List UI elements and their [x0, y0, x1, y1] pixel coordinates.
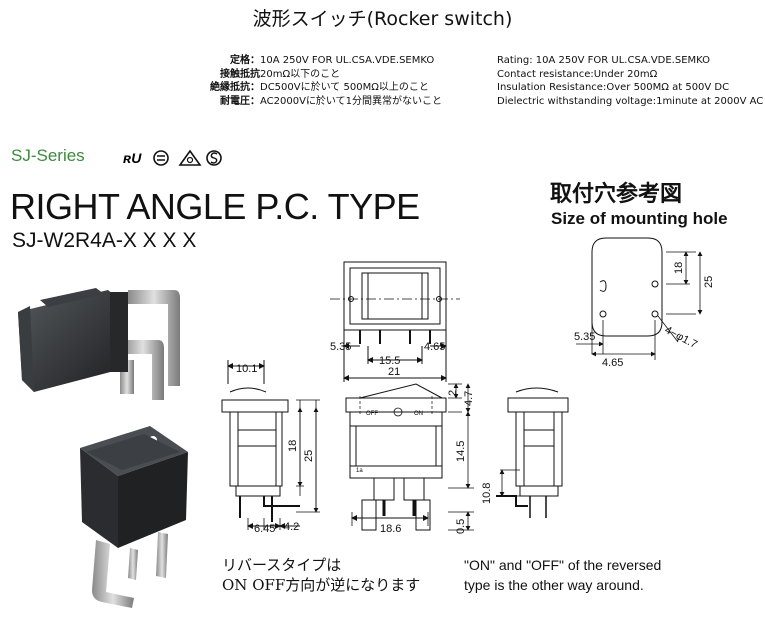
dim-right-108: 10.8	[481, 483, 493, 504]
note-line: type is the other way around.	[464, 577, 644, 593]
spec-key: 定格：	[230, 55, 260, 66]
spec-value: AC2000Vに於いて1分間異常がないこと	[260, 95, 442, 107]
spec-list-english: Rating: 10A 250V FOR UL.CSA.VDE.SEMKO Co…	[497, 54, 764, 108]
note-line: リバースタイプは	[222, 556, 342, 574]
dim-side-width: 10.1	[236, 363, 257, 375]
ul-mark-icon: ʀU	[123, 150, 142, 166]
reverse-note-jp: リバースタイプは ON OFF方向が逆になります	[222, 555, 420, 595]
dim-mid-2: 2	[447, 390, 459, 396]
label-on: ON	[414, 411, 423, 417]
note-line: "ON" and "OFF" of the reversed	[464, 557, 662, 573]
spec-value: 20mΩ以下のこと	[260, 68, 341, 80]
actuator-pivot	[393, 407, 403, 417]
dim-side-645: 6.45	[254, 523, 275, 535]
switch-photo-side	[18, 288, 180, 400]
mounting-hole-drawing	[576, 237, 703, 360]
page-title: 波形スイッチ(Rocker switch)	[252, 8, 513, 30]
spec-line: Dielectric withstanding voltage:1minute …	[497, 95, 764, 107]
spec-value: 10A 250V FOR UL.CSA.VDE.SEMKO	[260, 55, 435, 66]
spec-line: Insulation Resistance:Over 500MΩ at 500V…	[497, 82, 730, 93]
front-view-drawing	[330, 261, 460, 382]
model-number: SJ-W2R4A-X X X X	[12, 229, 197, 252]
spec-value: DC500Vに於いて 500MΩ以上のこと	[260, 82, 429, 93]
spec-key: 接触抵抗	[220, 68, 260, 80]
csa-mark-icon	[153, 150, 169, 166]
product-heading: RIGHT ANGLE P.C. TYPE	[10, 186, 420, 227]
side-view-drawing	[221, 360, 320, 530]
dim-hole-465: 4.65	[602, 357, 623, 369]
spec-key: 耐電圧：	[220, 95, 260, 107]
dim-front-right: 4.65	[424, 341, 445, 353]
spec-list-japanese: 定格：10A 250V FOR UL.CSA.VDE.SEMKO 接触抵抗20m…	[168, 54, 488, 108]
label-pin-1a: 1a	[356, 468, 363, 474]
switch-photo-top	[80, 426, 188, 608]
reverse-note-en: "ON" and "OFF" of the reversed type is t…	[464, 555, 661, 595]
note-line: ON OFF方向が逆になります	[222, 576, 421, 594]
spec-row: 定格：10A 250V FOR UL.CSA.VDE.SEMKO	[168, 54, 488, 68]
dim-front-total: 21	[388, 366, 400, 378]
spec-line: Contact resistance:Under 20mΩ	[497, 68, 658, 80]
spec-row: 接触抵抗20mΩ以下のこと	[168, 68, 488, 82]
mounting-title-en: Size of mounting hole	[551, 209, 728, 228]
label-off: OFF	[366, 411, 378, 417]
dim-side-18: 18	[287, 440, 299, 452]
spec-key: 絶縁抵抗：	[210, 82, 260, 93]
dim-hole-18: 18	[673, 262, 685, 274]
dim-mid-145: 14.5	[455, 441, 467, 462]
series-label: SJ-Series	[11, 146, 85, 165]
spec-line: Rating: 10A 250V FOR UL.CSA.VDE.SEMKO	[497, 55, 711, 66]
dim-hole-diameter: 4−φ1.7	[663, 324, 700, 351]
spec-row: 絶縁抵抗：DC500Vに於いて 500MΩ以上のこと	[168, 81, 488, 95]
svg-text:ʀU: ʀU	[123, 150, 142, 166]
spec-row: 耐電圧：AC2000Vに於いて1分間異常がないこと	[168, 95, 488, 109]
dim-hole-535: 5.35	[574, 331, 595, 343]
vde-mark-icon	[178, 149, 202, 166]
dim-front-inner: 15.5	[379, 355, 400, 367]
dim-mid-186: 18.6	[380, 523, 401, 535]
right-view-drawing	[496, 387, 569, 518]
dim-mid-47: 4.7	[463, 391, 475, 406]
dim-side-42: 4.2	[284, 521, 299, 533]
dim-hole-25: 25	[703, 276, 715, 288]
dim-side-25: 25	[303, 450, 315, 462]
dim-mid-05: 0.5	[455, 519, 467, 534]
dim-front-left: 5.35	[330, 341, 351, 353]
semko-mark-icon	[206, 150, 222, 166]
mounting-title-jp: 取付穴参考図	[550, 181, 683, 207]
front-detail-drawing	[345, 383, 474, 531]
